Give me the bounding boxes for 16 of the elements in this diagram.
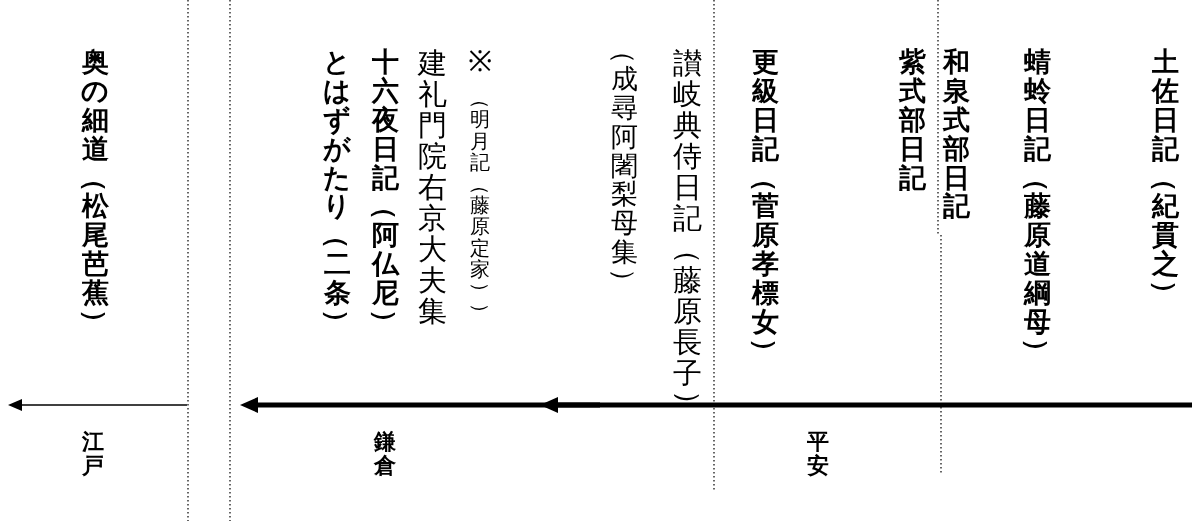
- era-label: 鎌倉: [372, 430, 397, 478]
- diary-title: 讃岐典侍日記（藤原長子）: [672, 48, 704, 421]
- diary-title: （成尋阿闍梨母集）: [609, 36, 639, 296]
- note-mark: ※: [467, 46, 493, 77]
- diary-title: 更級日記（菅原孝標女）: [750, 48, 780, 366]
- diary-title: 土佐日記（紀貫之）: [1150, 48, 1180, 308]
- diary-title: 建礼門院右京大夫集: [417, 48, 449, 328]
- era-label: 江戸: [81, 430, 105, 478]
- era-label: 平安: [806, 430, 830, 478]
- diary-title: 奥の細道（松尾芭蕉）: [80, 48, 110, 337]
- diary-note: （明月記（藤原定家））: [469, 88, 491, 324]
- diary-title: 紫式部日記: [897, 48, 927, 193]
- diary-title: 十六夜日記（阿仏尼）: [370, 48, 400, 337]
- diary-title: 和泉式部日記: [941, 48, 971, 222]
- diary-title: とはずがたり（二条）: [322, 48, 352, 337]
- diary-title: 蜻蛉日記（藤原道綱母）: [1022, 48, 1052, 366]
